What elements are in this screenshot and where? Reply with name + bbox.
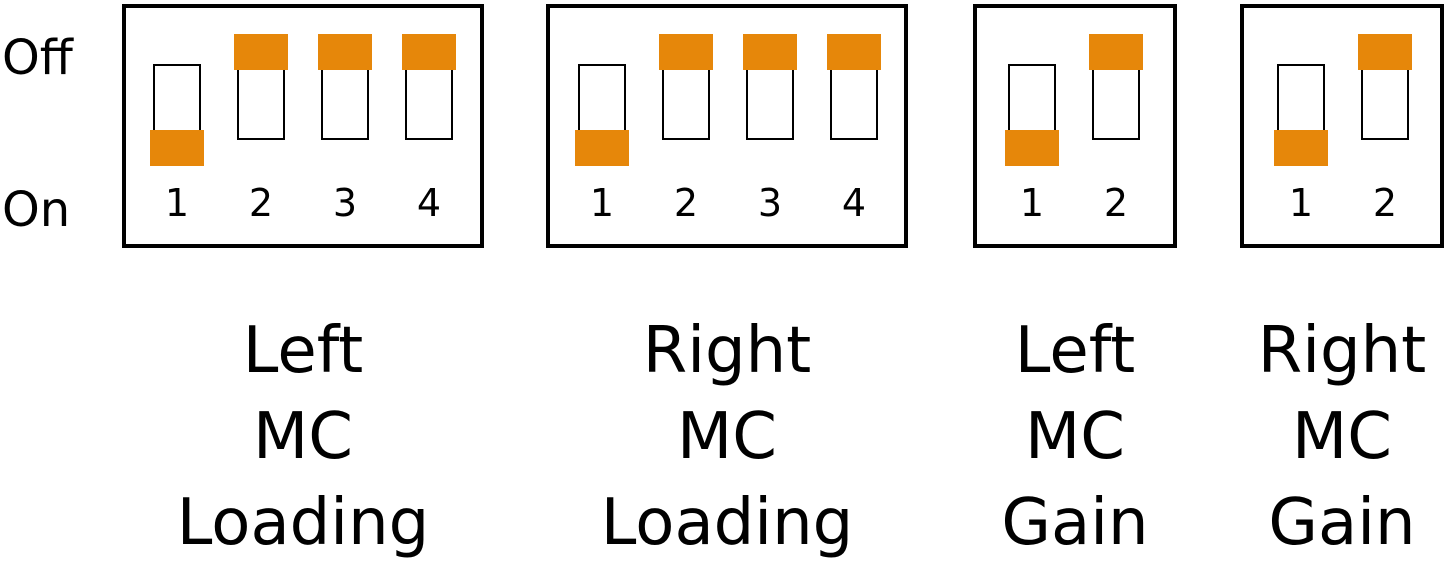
switch-number: 2	[1372, 181, 1398, 225]
dip-bank-right-mc-gain: 1 2	[1240, 4, 1444, 248]
switch-cap[interactable]	[1089, 34, 1143, 70]
switch-cap[interactable]	[827, 34, 881, 70]
switch-cap[interactable]	[402, 34, 456, 70]
caption-right-mc-gain: Right MC Gain	[1257, 308, 1427, 566]
caption-line: Loading	[176, 486, 430, 560]
switch-body	[1361, 64, 1409, 140]
switch-cap[interactable]	[1274, 130, 1328, 166]
dip-bank-left-mc-gain: 1 2	[973, 4, 1177, 248]
switch-body	[405, 64, 453, 140]
switch-number: 3	[757, 181, 783, 225]
switch-number: 4	[416, 181, 442, 225]
dip-bank-right-mc-loading: 1 2 3 4	[546, 4, 908, 248]
caption-left-mc-gain: Left MC Gain	[990, 308, 1160, 566]
switch-cap[interactable]	[743, 34, 797, 70]
switch-body	[662, 64, 710, 140]
caption-left-mc-loading: Left MC Loading	[143, 308, 463, 566]
switch-number: 1	[164, 181, 190, 225]
switch-body	[153, 64, 201, 140]
caption-line: Left	[1014, 314, 1136, 388]
switch-cap[interactable]	[150, 130, 204, 166]
switch-number: 3	[332, 181, 358, 225]
off-label: Off	[2, 30, 73, 86]
switch-cap[interactable]	[1358, 34, 1412, 70]
caption-line: MC	[253, 400, 353, 474]
switch-cap[interactable]	[318, 34, 372, 70]
caption-line: Right	[642, 314, 812, 388]
switch-cap[interactable]	[575, 130, 629, 166]
switch-body	[1277, 64, 1325, 140]
caption-right-mc-loading: Right MC Loading	[567, 308, 887, 566]
switch-cap[interactable]	[659, 34, 713, 70]
caption-line: Gain	[1001, 486, 1149, 560]
switch-number: 1	[589, 181, 615, 225]
switch-body	[1008, 64, 1056, 140]
switch-number: 4	[841, 181, 867, 225]
on-label: On	[2, 182, 71, 238]
switch-body	[321, 64, 369, 140]
switch-cap[interactable]	[1005, 130, 1059, 166]
caption-line: MC	[1292, 400, 1392, 474]
caption-line: Loading	[600, 486, 854, 560]
switch-cap[interactable]	[234, 34, 288, 70]
caption-line: Right	[1257, 314, 1427, 388]
switch-body	[1092, 64, 1140, 140]
switch-number: 1	[1019, 181, 1045, 225]
switch-body	[237, 64, 285, 140]
switch-number: 2	[248, 181, 274, 225]
switch-body	[578, 64, 626, 140]
switch-number: 1	[1288, 181, 1314, 225]
switch-number: 2	[673, 181, 699, 225]
switch-number: 2	[1103, 181, 1129, 225]
caption-line: MC	[677, 400, 777, 474]
dip-bank-left-mc-loading: 1 2 3 4	[122, 4, 484, 248]
caption-line: Left	[242, 314, 364, 388]
switch-body	[746, 64, 794, 140]
caption-line: MC	[1025, 400, 1125, 474]
caption-line: Gain	[1268, 486, 1416, 560]
switch-body	[830, 64, 878, 140]
